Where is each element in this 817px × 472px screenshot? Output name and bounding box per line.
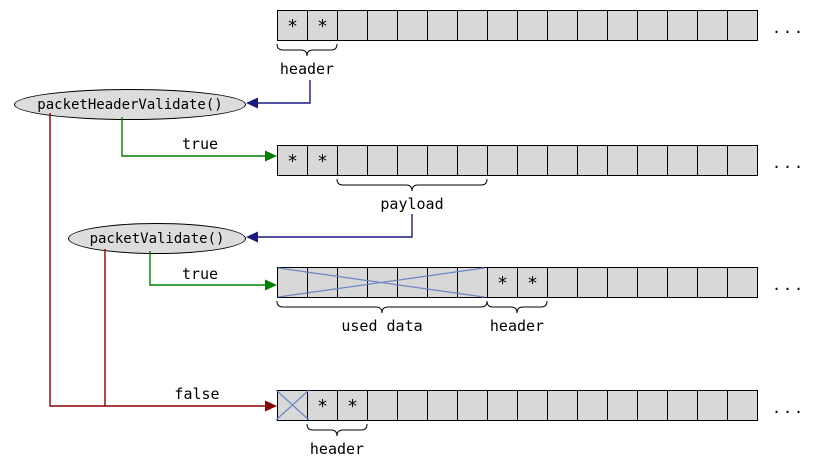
- payload-label: payload: [380, 195, 444, 213]
- packet-header-validate-label: packetHeaderValidate(): [37, 96, 223, 113]
- memory-cell: [607, 267, 638, 298]
- memory-cell: [607, 145, 638, 176]
- memory-cell: [727, 390, 758, 421]
- ellipsis-3: ...: [772, 276, 806, 294]
- memory-cell: [667, 390, 698, 421]
- memory-cell: [427, 267, 458, 298]
- packet-validate-node: packetValidate(): [68, 223, 246, 254]
- memory-cell: *: [307, 145, 338, 176]
- memory-cell: [457, 390, 488, 421]
- ellipsis-4: ...: [772, 399, 806, 417]
- header-brace-row1: [276, 43, 338, 57]
- arrow-false-from-packet-header-validate: [49, 113, 266, 407]
- memory-cell: [367, 10, 398, 41]
- memory-cell: [547, 267, 578, 298]
- memory-cell: [457, 10, 488, 41]
- memory-cell: [307, 267, 338, 298]
- ellipsis-1: ...: [772, 19, 806, 37]
- memory-cell: [637, 390, 668, 421]
- memory-cell: *: [277, 145, 308, 176]
- memory-cell: [607, 390, 638, 421]
- memory-cell: [487, 10, 518, 41]
- memory-cell: *: [487, 267, 518, 298]
- memory-cell: [367, 390, 398, 421]
- arrowhead-false-to-row4: [265, 400, 277, 412]
- memory-cell: [637, 145, 668, 176]
- memory-cell: [397, 10, 428, 41]
- memory-cell: [427, 10, 458, 41]
- memory-cell: [697, 10, 728, 41]
- memory-row-2: **: [277, 145, 758, 176]
- memory-cell: [397, 267, 428, 298]
- header-brace-row4: [306, 423, 368, 437]
- false-label: false: [174, 385, 220, 403]
- packet-header-validate-node: packetHeaderValidate(): [14, 89, 246, 120]
- memory-cell: [367, 145, 398, 176]
- memory-cell: [667, 145, 698, 176]
- arrow-payload-to-packet-validate: [257, 214, 413, 238]
- header-brace-row3: [486, 300, 548, 314]
- memory-row-3: **: [277, 267, 758, 298]
- memory-cell: [607, 10, 638, 41]
- memory-cell: [277, 267, 308, 298]
- memory-cell: *: [307, 10, 338, 41]
- memory-cell: [637, 267, 668, 298]
- memory-cell: [547, 390, 578, 421]
- memory-cell: [667, 10, 698, 41]
- memory-cell: [577, 390, 608, 421]
- memory-cell: *: [307, 390, 338, 421]
- memory-cell: [547, 10, 578, 41]
- memory-row-1: **: [277, 10, 758, 41]
- memory-cell: [577, 145, 608, 176]
- memory-cell: [517, 390, 548, 421]
- true-label-2: true: [181, 265, 219, 283]
- memory-cell: [727, 145, 758, 176]
- memory-cell: [577, 10, 608, 41]
- memory-cell: [577, 267, 608, 298]
- arrow-header-to-packet-header-validate: [257, 80, 311, 104]
- used-data-brace-row3: [276, 300, 488, 314]
- memory-cell: [337, 10, 368, 41]
- memory-cell: [427, 145, 458, 176]
- memory-cell: [487, 390, 518, 421]
- memory-row-4: **: [277, 390, 758, 421]
- packet-validate-label: packetValidate(): [89, 230, 225, 247]
- memory-cell: [427, 390, 458, 421]
- memory-cell: *: [517, 267, 548, 298]
- arrowhead-true-to-row2: [265, 150, 277, 162]
- memory-cell: [727, 10, 758, 41]
- memory-cell: [487, 145, 518, 176]
- memory-cell: [697, 145, 728, 176]
- memory-cell: [397, 390, 428, 421]
- memory-cell: [697, 267, 728, 298]
- memory-cell: [517, 145, 548, 176]
- memory-cell: [517, 10, 548, 41]
- memory-cell: [397, 145, 428, 176]
- used-data-label: used data: [341, 317, 423, 335]
- memory-cell: [727, 267, 758, 298]
- memory-cell: [697, 390, 728, 421]
- header-label-1: header: [279, 60, 335, 78]
- header-label-3: header: [309, 440, 365, 458]
- memory-cell: [277, 390, 308, 421]
- memory-cell: *: [277, 10, 308, 41]
- memory-cell: [457, 145, 488, 176]
- memory-cell: [367, 267, 398, 298]
- arrowhead-true-to-row3: [265, 279, 277, 291]
- memory-cell: [637, 10, 668, 41]
- header-label-2: header: [489, 317, 545, 335]
- memory-cell: [337, 145, 368, 176]
- arrowhead-header-to-packet-header-validate: [246, 97, 258, 109]
- memory-cell: *: [337, 390, 368, 421]
- memory-cell: [457, 267, 488, 298]
- payload-brace-row2: [336, 178, 488, 192]
- ellipsis-2: ...: [772, 154, 806, 172]
- memory-cell: [667, 267, 698, 298]
- arrowhead-payload-to-packet-validate: [246, 231, 258, 243]
- true-label-1: true: [181, 135, 219, 153]
- memory-cell: [337, 267, 368, 298]
- memory-cell: [547, 145, 578, 176]
